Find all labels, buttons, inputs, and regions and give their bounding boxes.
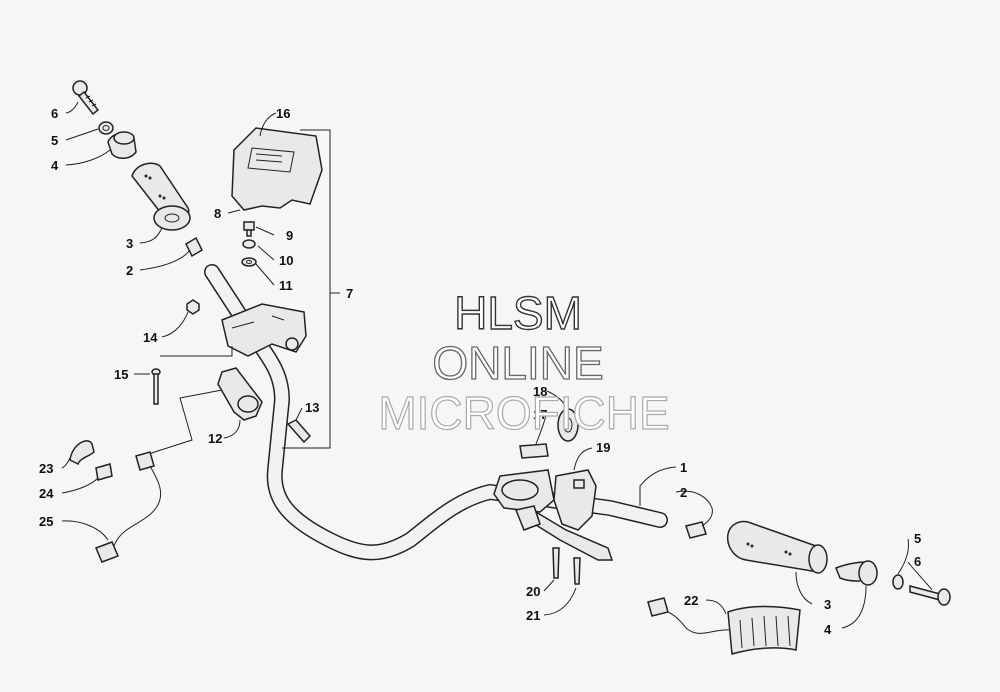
left-end-screw: [72, 80, 100, 116]
heater-pad: [95, 463, 113, 481]
throttle-label: [519, 443, 549, 459]
callout-19: 19: [596, 440, 610, 455]
brake-master-cylinder: [493, 469, 614, 561]
callout-13: 13: [305, 400, 319, 415]
throttle-housing: [553, 469, 597, 531]
callout-7: 7: [346, 286, 353, 301]
left-grip: [131, 162, 191, 231]
bracket-7-leader: [282, 129, 340, 449]
callout-right-2: 2: [680, 485, 687, 500]
callout-left-6: 6: [51, 106, 58, 121]
grip-heater-element: [647, 597, 801, 655]
callout-11: 11: [279, 278, 293, 293]
callout-8: 8: [214, 206, 221, 221]
callout-18: 18: [533, 384, 547, 399]
callout-9: 9: [286, 228, 293, 243]
callout-22: 22: [684, 593, 698, 608]
handlebar: [204, 264, 668, 561]
callout-labels: 6 5 4 3 2 16 8 9 10 11 7 14 15 13 12 23 …: [39, 106, 921, 637]
callout-left-2: 2: [126, 263, 133, 278]
housing-screw: [243, 221, 255, 237]
left-washer: [98, 121, 114, 135]
master-screw-upper: [552, 547, 560, 579]
left-grip-sleeve: [185, 236, 203, 258]
left-bar-end-weight: [107, 131, 137, 159]
callout-10: 10: [279, 253, 293, 268]
housing-long-screw: [151, 368, 161, 405]
callout-24: 24: [39, 486, 54, 501]
callout-left-4: 4: [51, 158, 59, 173]
callout-23: 23: [39, 461, 53, 476]
callout-1: 1: [680, 460, 687, 475]
watermark-line-3: MICROFICHE: [378, 387, 669, 439]
callout-leaders: [61, 101, 933, 629]
housing-washer-upper: [242, 239, 256, 249]
callout-17: 17: [533, 407, 547, 422]
callout-16: 16: [276, 106, 290, 121]
callout-left-3: 3: [126, 236, 133, 251]
heater-harness: [95, 451, 162, 563]
callout-right-3: 3: [824, 597, 831, 612]
clamp-screw: [286, 419, 312, 444]
callout-15: 15: [114, 367, 128, 382]
throttle-cap: [557, 408, 579, 442]
callout-20: 20: [526, 584, 540, 599]
watermark-line-2: ONLINE: [432, 337, 603, 389]
callout-right-5: 5: [914, 531, 921, 546]
callout-right-4: 4: [824, 622, 832, 637]
housing-nut: [186, 299, 200, 315]
callout-25: 25: [39, 514, 53, 529]
right-bar-end-weight: [835, 560, 878, 586]
right-grip: [726, 520, 828, 574]
housing-washer-lower: [241, 257, 257, 267]
brake-clamp: [217, 367, 263, 421]
thumb-grip: [69, 440, 95, 466]
switch-housing-base: [221, 303, 307, 357]
callout-right-6: 6: [914, 554, 921, 569]
watermark: HLSM ONLINE MICROFICHE: [378, 286, 671, 439]
master-screw-lower: [573, 557, 581, 585]
callout-21: 21: [526, 608, 540, 623]
right-end-screw: [909, 585, 951, 606]
left-wiring-leaders: [135, 346, 233, 459]
watermark-line-1: HLSM: [454, 287, 582, 339]
callout-left-5: 5: [51, 133, 58, 148]
callout-14: 14: [143, 330, 158, 345]
right-washer: [892, 574, 904, 590]
switch-housing-cover: [231, 127, 323, 211]
right-grip-sleeve: [685, 521, 707, 539]
callout-12: 12: [208, 431, 222, 446]
